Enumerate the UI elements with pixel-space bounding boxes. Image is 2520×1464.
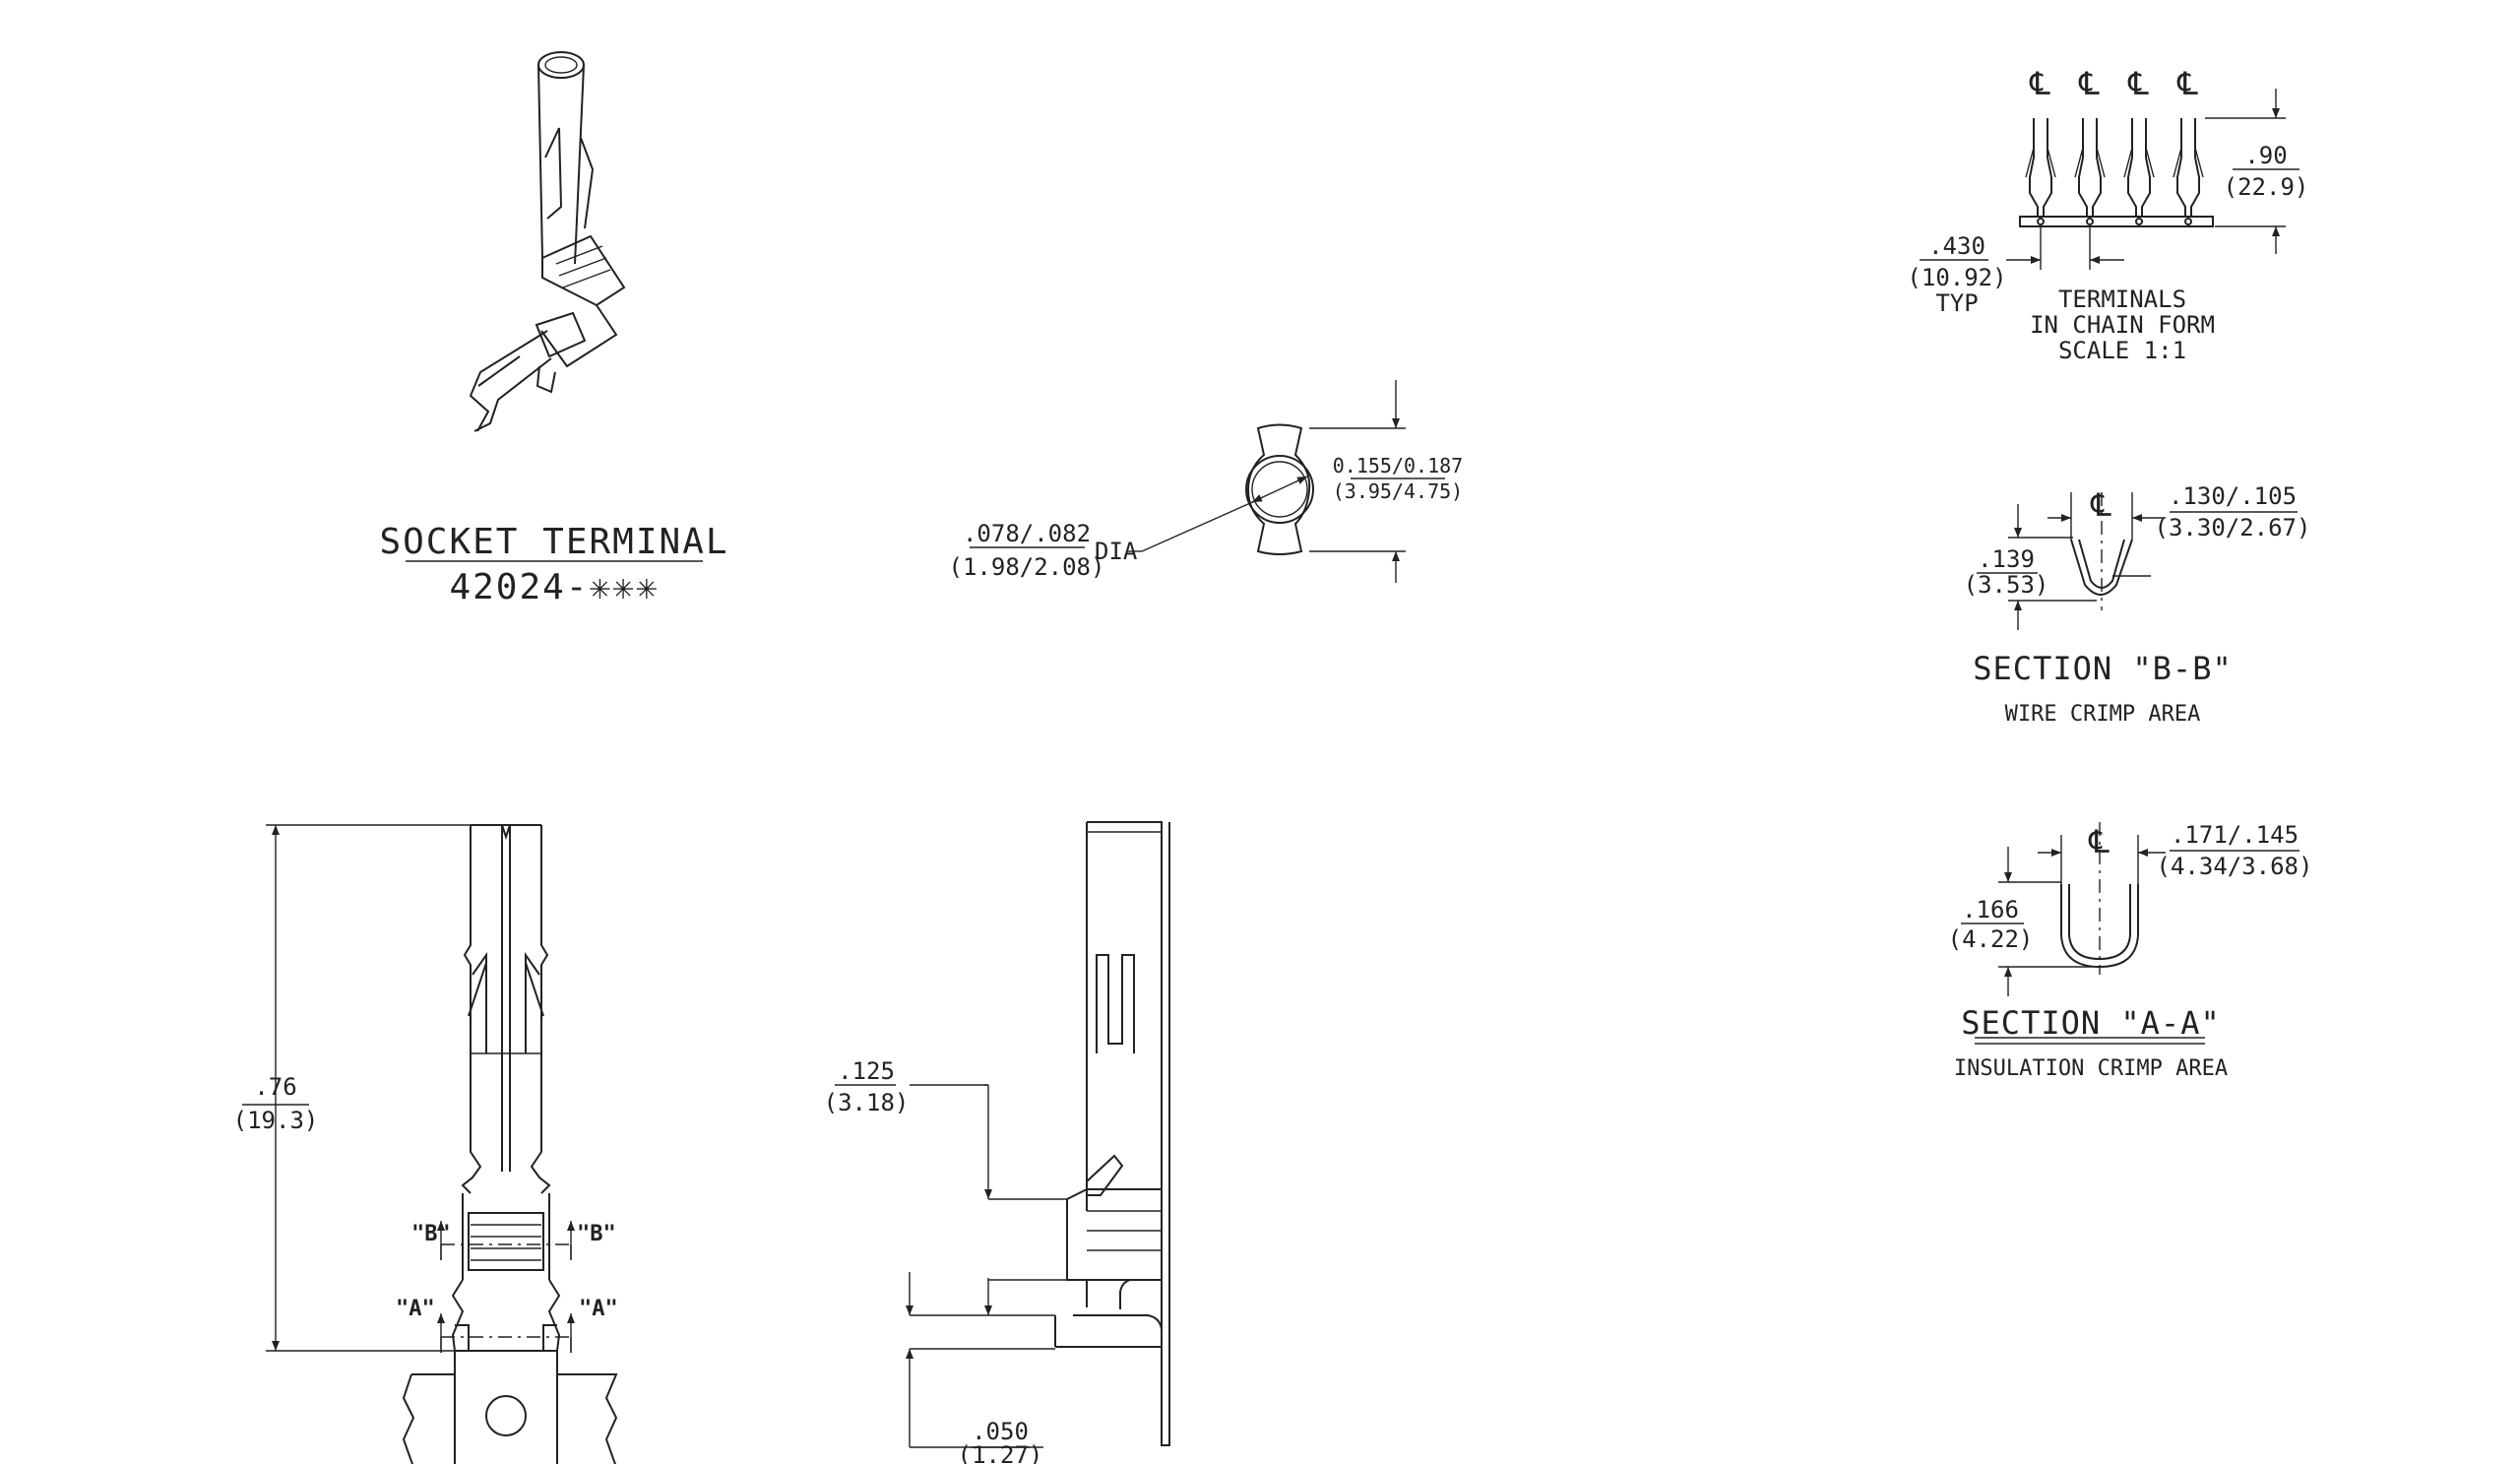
chain-pitch-mm: (10.92) — [1907, 264, 2006, 291]
section-a-height-inch: .166 — [1962, 896, 2019, 923]
front-mark-a-left: "A" — [396, 1297, 435, 1321]
section-a-width-mm: (4.34/3.68) — [2157, 853, 2313, 880]
chain-centerline-1: ℄ — [2029, 65, 2051, 102]
section-b-width-inch: .130/.105 — [2169, 482, 2297, 510]
section-b-width-mm: (3.30/2.67) — [2155, 514, 2311, 541]
section-b-centerline: ℄ — [2090, 486, 2112, 524]
chain-centerline-4: ℄ — [2176, 65, 2199, 102]
socket-terminal-part-number: 42024-✳✳✳ — [449, 567, 659, 607]
end-view — [970, 380, 1445, 583]
end-view-dia-label: DIA — [1095, 538, 1138, 565]
chain-centerline-2: ℄ — [2078, 65, 2101, 102]
chain-pitch-note: TYP — [1935, 289, 1978, 317]
front-view — [242, 824, 618, 1464]
section-a-width-inch: .171/.145 — [2171, 821, 2299, 849]
end-view-dia-inch: .078/.082 — [963, 520, 1091, 547]
chain-centerline-3: ℄ — [2127, 65, 2150, 102]
chain-caption-line2: IN CHAIN FORM — [2030, 311, 2215, 339]
chain-caption-line3: SCALE 1:1 — [2058, 337, 2186, 364]
chain-height-mm: (22.9) — [2224, 173, 2309, 201]
section-a-subtitle: INSULATION CRIMP AREA — [1954, 1056, 2228, 1081]
chain-height-inch: .90 — [2244, 142, 2287, 169]
side-dim1-inch: .125 — [838, 1057, 895, 1085]
section-b-height-inch: .139 — [1978, 545, 2035, 573]
section-a-height-mm: (4.22) — [1948, 925, 2034, 953]
chain-terminal-3 — [2123, 118, 2155, 217]
chain-form-view — [1920, 89, 2300, 270]
socket-terminal-title: SOCKET TERMINAL — [379, 522, 728, 562]
section-b-height-mm: (3.53) — [1964, 571, 2049, 599]
chain-terminal-2 — [2074, 118, 2106, 217]
front-mark-a-right: "A" — [579, 1297, 618, 1321]
chain-caption-line1: TERMINALS — [2058, 286, 2186, 313]
isometric-terminal-view — [469, 51, 626, 432]
side-dim2-mm: (1.27) — [958, 1441, 1043, 1464]
front-length-mm: (19.3) — [233, 1107, 319, 1134]
chain-pitch-inch: .430 — [1928, 232, 1985, 260]
front-length-inch: .76 — [254, 1073, 296, 1101]
side-dim1-mm: (3.18) — [824, 1089, 910, 1116]
end-view-width-mm: (3.95/4.75) — [1333, 479, 1463, 503]
section-b-title: SECTION "B-B" — [1973, 650, 2232, 687]
section-a-view — [1961, 822, 2300, 1045]
section-b-view — [1977, 492, 2298, 630]
side-dim2-inch: .050 — [972, 1418, 1029, 1445]
front-mark-b-right: "B" — [577, 1222, 616, 1246]
chain-terminal-1 — [2025, 118, 2056, 217]
side-view — [835, 821, 1170, 1448]
end-view-width-inch: 0.155/0.187 — [1333, 454, 1463, 477]
section-a-centerline: ℄ — [2088, 823, 2110, 860]
end-view-dia-mm: (1.98/2.08) — [949, 553, 1105, 581]
chain-terminal-4 — [2173, 118, 2204, 217]
section-a-title: SECTION "A-A" — [1961, 1004, 2220, 1042]
section-b-subtitle: WIRE CRIMP AREA — [2005, 702, 2201, 727]
front-mark-b-left: "B" — [411, 1222, 451, 1246]
